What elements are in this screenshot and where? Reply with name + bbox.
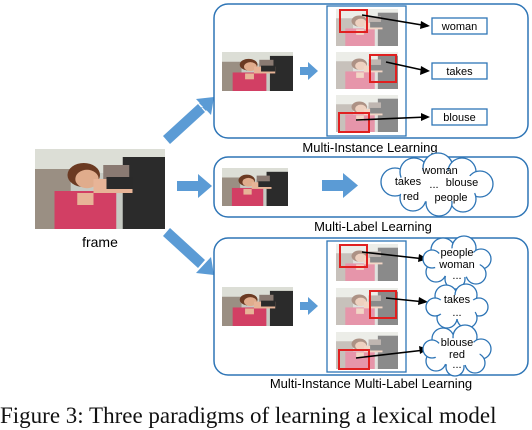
miml-cloud-2-line1: takes <box>444 294 471 306</box>
mll-label-dots: ... <box>429 179 438 191</box>
mil-panel <box>213 3 529 139</box>
mil-arrow <box>300 62 318 80</box>
frame-label: frame <box>82 234 118 250</box>
miml-cloud-3-line3: ... <box>452 359 461 371</box>
mil-word-1: woman <box>441 21 477 33</box>
mil-instance-1 <box>336 9 398 46</box>
miml-cloud-1-line3: ... <box>452 270 461 282</box>
frame-photo <box>35 149 165 229</box>
figure-caption: Figure 3: Three paradigms of learning a … <box>0 403 497 428</box>
miml-arrow <box>300 297 318 315</box>
miml-instances-box <box>326 240 407 373</box>
mll-label-blouse: blouse <box>446 177 478 189</box>
mll-arrow <box>322 173 358 198</box>
mll-input-photo <box>222 168 288 206</box>
mil-instances-box <box>326 5 407 137</box>
miml-cloud-3-line2: red <box>449 349 465 361</box>
miml-cloud-1-line1: people <box>440 247 473 259</box>
mll-label-people: people <box>434 192 467 204</box>
mil-word-box-2 <box>431 62 488 80</box>
mil-link-1 <box>361 14 429 27</box>
arrow-to-miml <box>163 228 214 275</box>
miml-input-photo <box>222 287 293 326</box>
mil-link-3 <box>355 116 428 121</box>
mll-panel <box>213 156 529 218</box>
miml-cloud-1 <box>422 235 492 290</box>
arrow-to-mll <box>177 174 212 198</box>
arrow-to-mil <box>163 97 214 144</box>
miml-link-1 <box>361 251 426 260</box>
mil-input-photo <box>222 52 293 91</box>
mil-link-2 <box>385 61 428 72</box>
mil-word-2: takes <box>446 66 473 78</box>
miml-instance-1 <box>336 244 398 281</box>
mil-instance-2 <box>336 52 398 89</box>
mil-word-box-3 <box>431 108 488 126</box>
miml-panel <box>213 237 529 376</box>
miml-title: Multi-Instance Multi-Label Learning <box>270 376 472 391</box>
miml-link-3 <box>355 349 426 359</box>
mll-label-woman: woman <box>421 165 457 177</box>
miml-instance-2 <box>336 288 398 325</box>
mll-title: Multi-Label Learning <box>314 219 432 234</box>
miml-cloud-3 <box>422 324 492 377</box>
mil-title: Multi-Instance Learning <box>302 140 437 155</box>
mll-label-red: red <box>403 191 419 203</box>
mll-label-takes: takes <box>395 176 422 188</box>
miml-cloud-2 <box>425 283 489 329</box>
mil-word-box-1 <box>431 17 488 35</box>
miml-instance-3 <box>336 332 398 370</box>
miml-cloud-3-line1: blouse <box>441 337 473 349</box>
mil-instance-3 <box>336 95 398 133</box>
mll-label-cloud <box>380 152 494 217</box>
mil-word-3: blouse <box>443 112 475 124</box>
miml-cloud-1-line2: woman <box>438 259 474 271</box>
miml-cloud-2-line2: ... <box>452 307 461 319</box>
